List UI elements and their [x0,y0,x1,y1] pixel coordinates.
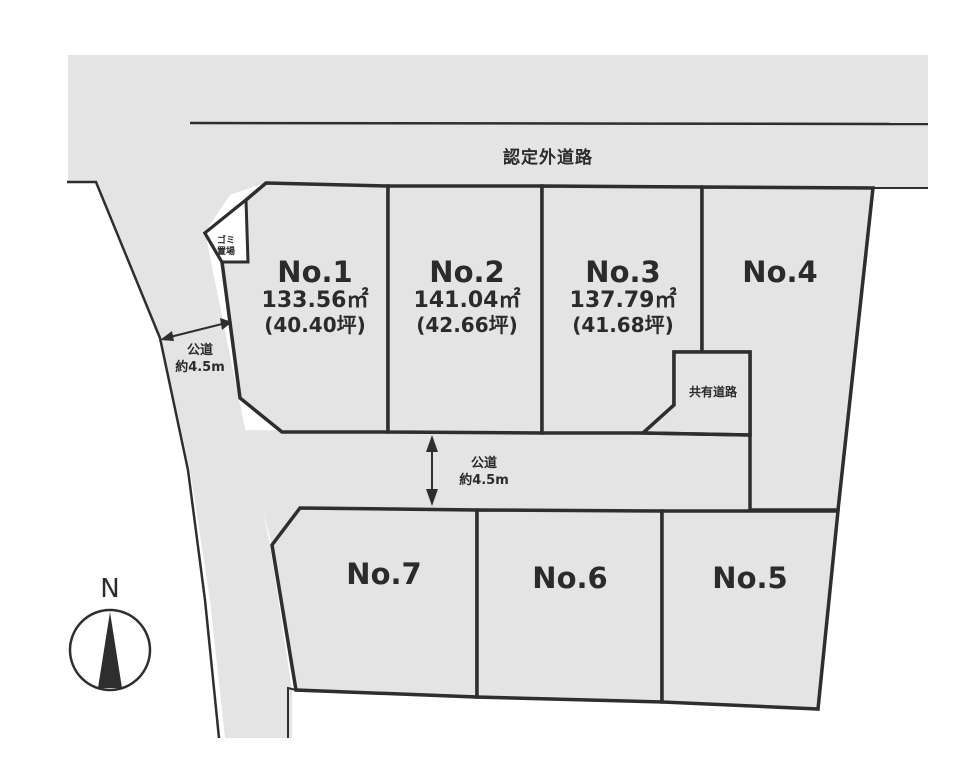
lot-4-number: No.4 [742,255,818,289]
garbage-area-label: ゴミ 置場 [207,236,245,258]
top-road-area [68,55,928,189]
west-road-inner-edge [287,686,297,738]
lot-1-area: 133.56㎡ [261,288,369,313]
lot-5-number: No.5 [712,561,788,595]
lot-3-tsubo: (41.68坪) [572,313,674,337]
west-road-width-arrow-icon [160,318,232,341]
lot-1-tsubo: (40.40坪) [264,313,366,337]
lot-1-number: No.1 [277,255,353,289]
center-road-width-arrow-icon [426,435,438,506]
garbage-label-line2: 置場 [216,247,235,257]
lot-5-shape[interactable] [660,509,840,711]
west-road-edge [67,180,221,739]
north-label: N [100,574,120,604]
west-road-label: 公道 約4.5m [160,342,240,376]
north-arrow-icon [68,608,152,692]
lot-6-shape[interactable] [475,508,664,704]
lot-2-number: No.2 [429,255,505,289]
garbage-label-line1: ゴミ [216,236,235,246]
lot-6-number: No.6 [532,561,608,595]
west-road-label-line2: 約4.5m [175,360,225,375]
lot-7-shape[interactable] [270,506,479,699]
center-road-area [240,430,750,545]
lot-3-number: No.3 [585,255,661,289]
lot-2-label: No.2 141.04㎡ (42.66坪) [394,256,540,337]
lot-2-tsubo: (42.66坪) [416,313,518,337]
lot-2-area: 141.04㎡ [413,288,521,313]
west-road-label-line1: 公道 [186,343,213,358]
lot-3-area: 137.79㎡ [569,288,677,313]
lot-1-label: No.1 133.56㎡ (40.40坪) [245,256,385,337]
west-road-area [68,183,292,738]
center-road-label: 公道 約4.5m [444,455,524,489]
top-road-label: 認定外道路 [503,148,593,168]
lot-7-number: No.7 [346,557,422,591]
garbage-area-shape [203,196,250,264]
top-road-line [189,121,929,126]
lot-3-label: No.3 137.79㎡ (41.68坪) [550,256,696,337]
shared-road-label: 共有道路 [688,385,737,399]
center-road-label-line2: 約4.5m [459,473,509,488]
center-road-label-line1: 公道 [470,456,497,471]
